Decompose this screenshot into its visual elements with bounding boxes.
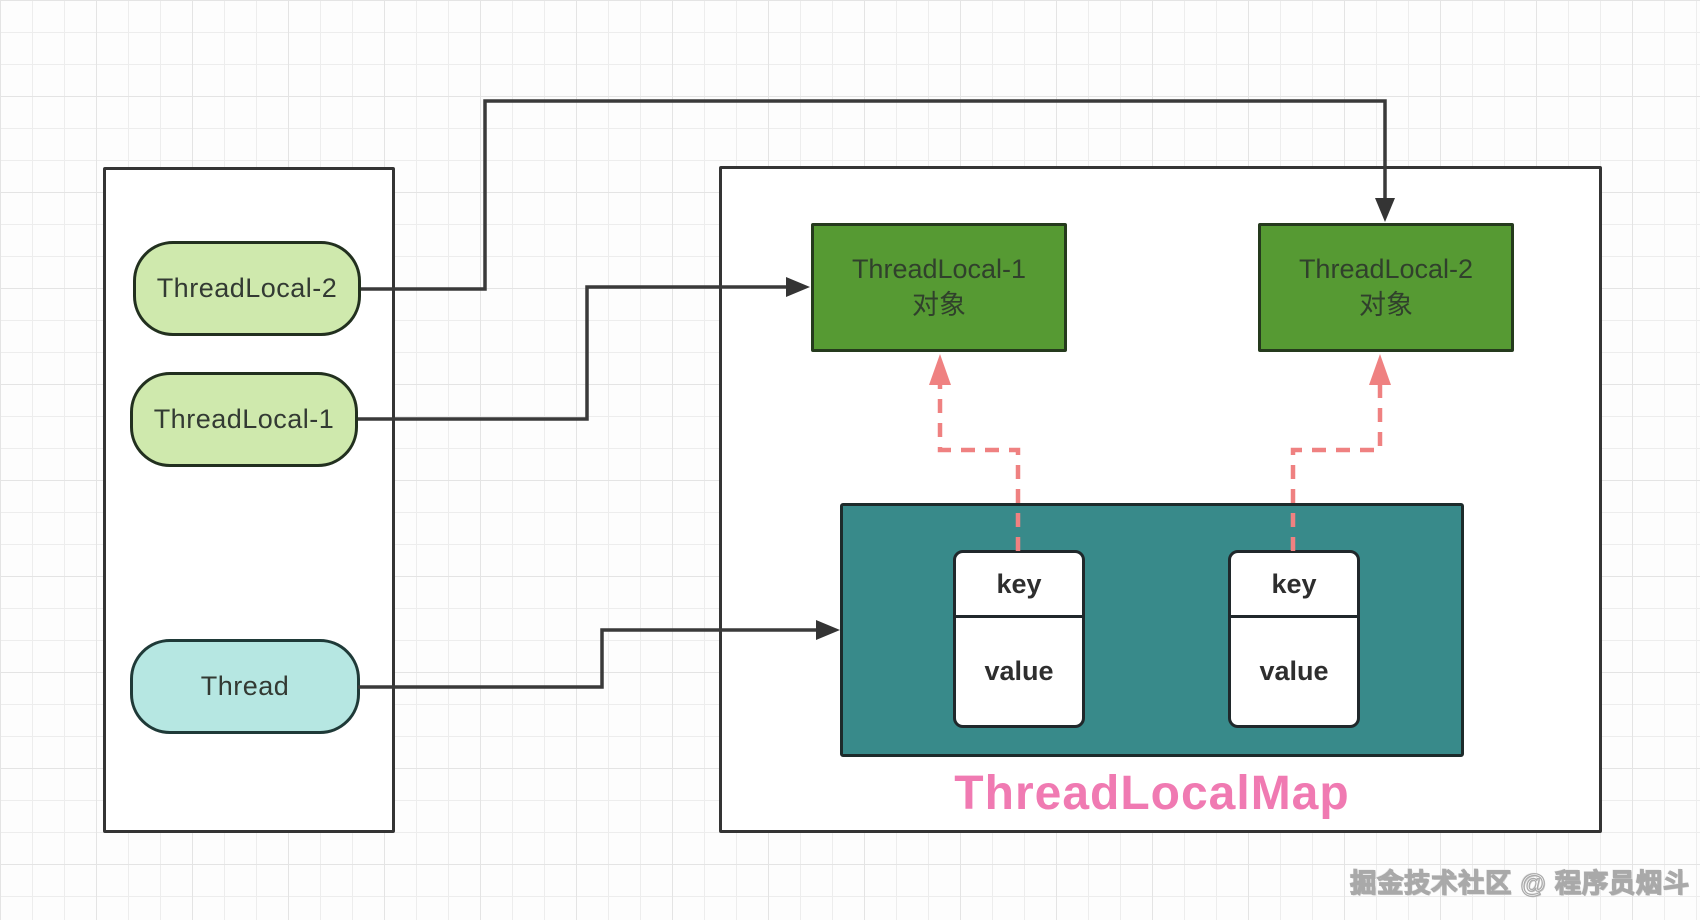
map-entry-2-value: value bbox=[1259, 656, 1329, 686]
map-entry-1-key: key bbox=[956, 553, 1082, 618]
node-threadlocal-2-object: ThreadLocal-2 对象 bbox=[1258, 223, 1514, 352]
node-threadlocal-1: ThreadLocal-1 bbox=[130, 372, 358, 467]
map-entry-2: key value bbox=[1228, 550, 1360, 728]
node-thread: Thread bbox=[130, 639, 360, 734]
node-threadlocal-1-label: ThreadLocal-1 bbox=[153, 404, 335, 434]
node-threadlocal-1-object: ThreadLocal-1 对象 bbox=[811, 223, 1067, 352]
threadlocalmap-box bbox=[840, 503, 1464, 757]
map-entry-1-value: value bbox=[984, 656, 1054, 686]
map-entry-1: key value bbox=[953, 550, 1085, 728]
threadlocalmap-title: ThreadLocalMap bbox=[954, 767, 1350, 820]
node-thread-label: Thread bbox=[200, 671, 290, 701]
watermark-text: 掘金技术社区 @ 程序员烟斗 bbox=[1350, 867, 1690, 898]
node-threadlocal-2-label: ThreadLocal-2 bbox=[156, 273, 338, 303]
object-2-line1: ThreadLocal-2 bbox=[1298, 254, 1474, 285]
object-1-line1: ThreadLocal-1 bbox=[851, 254, 1027, 285]
node-threadlocal-2: ThreadLocal-2 bbox=[133, 241, 361, 336]
object-2-line2: 对象 bbox=[1359, 289, 1413, 320]
map-entry-2-key: key bbox=[1231, 553, 1357, 618]
object-1-line2: 对象 bbox=[912, 289, 966, 320]
